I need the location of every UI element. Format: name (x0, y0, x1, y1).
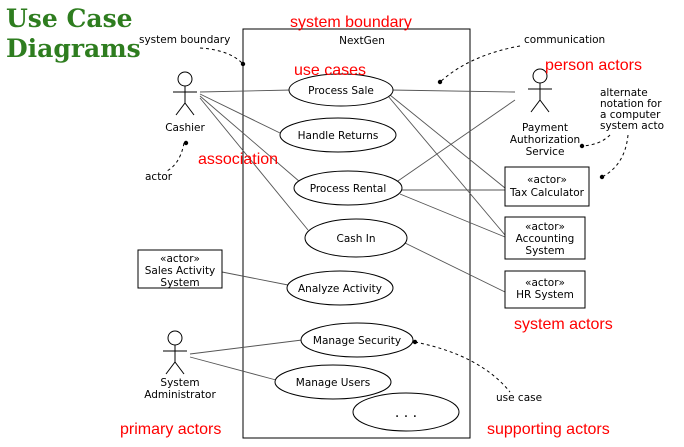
use-case-label-manage-users: Manage Users (296, 377, 370, 389)
accounting-system-box[interactable] (504, 216, 586, 260)
assoc-process-sale-tax (389, 94, 506, 189)
assoc-admin-manage-security (189, 339, 303, 355)
use-case-ellipse-manage-users[interactable] (274, 364, 392, 400)
assoc-cashier-cash-in (199, 97, 309, 231)
system-boundary-pointer (199, 47, 244, 65)
use-case-dot (412, 339, 418, 345)
use-case-ellipse-handle-returns[interactable] (279, 117, 397, 153)
use-case-ellipse-process-rental[interactable] (293, 170, 403, 206)
assoc-admin-manage-users (189, 356, 277, 381)
assoc-sales-analyze (221, 271, 289, 286)
payment-service-label-line3: Service (526, 146, 565, 158)
alt-notation-pointer-b (601, 134, 629, 178)
system-admin-label-line2: Administrator (144, 389, 216, 401)
use-case-label-analyze-activity: Analyze Activity (298, 283, 382, 295)
annotation-dots (183, 61, 605, 345)
use-case-ellipse-manage-security[interactable] (300, 322, 414, 358)
tax-calculator-label: Tax Calculator (509, 187, 585, 199)
use-case-ellipses (274, 73, 460, 432)
use-case-ellipse-cash-in[interactable] (304, 218, 408, 258)
system-actor-boxes (137, 166, 590, 309)
association-lines (189, 89, 516, 381)
payment-service-label-line2: Authorization (510, 134, 580, 146)
system-admin-label-line1: System (160, 377, 199, 389)
accounting-stereotype: «actor» (525, 221, 565, 233)
use-case-pointer (414, 341, 511, 393)
red-label-primary-actors: primary actors (120, 421, 222, 438)
red-label-supporting-actors: supporting actors (487, 421, 610, 438)
annotation-system-boundary: system boundary (139, 34, 231, 46)
red-label-person-actors: person actors (545, 57, 642, 74)
accounting-label-line2: System (525, 245, 564, 257)
sales-activity-system-box[interactable] (137, 249, 223, 289)
assoc-process-sale-accounting (387, 95, 506, 236)
assoc-cashier-process-sale (199, 89, 293, 93)
slide-title-line1: Use Case (6, 4, 133, 33)
red-label-system-actors: system actors (514, 316, 613, 333)
hr-system-box[interactable] (504, 270, 586, 309)
assoc-cash-in-hr (404, 242, 506, 293)
assoc-process-sale-payment (389, 89, 516, 93)
assoc-cashier-process-rental (199, 95, 301, 183)
annotation-use-case: use case (496, 392, 543, 404)
assoc-cashier-handle-returns (199, 93, 281, 134)
sales-activity-label-line2: System (160, 277, 199, 289)
payment-service-actor-icon (528, 68, 552, 113)
system-boundary-box (242, 28, 471, 439)
red-label-system-boundary: system boundary (290, 14, 412, 31)
alt-notation-pointer-a (581, 134, 611, 147)
payment-service-label-line1: Payment (522, 122, 568, 134)
use-case-label-process-sale: Process Sale (308, 85, 374, 97)
system-admin-actor-icon (163, 330, 187, 375)
system-boundary-dot (240, 61, 246, 67)
communication-dot (437, 79, 443, 85)
alt-notation-dot-b (599, 174, 605, 180)
use-case-ellipse-more[interactable] (352, 392, 460, 432)
red-label-association: association (198, 151, 279, 168)
slide-title-line2: Diagrams (6, 34, 141, 63)
assoc-process-rental-accounting (399, 193, 506, 238)
annotation-alt-line3: a computer (600, 109, 661, 121)
hr-system-label: HR System (516, 289, 574, 301)
annotation-actor: actor (145, 171, 173, 183)
communication-pointer (439, 45, 521, 83)
use-case-label-more: . . . (395, 405, 417, 421)
use-case-ellipse-analyze-activity[interactable] (286, 270, 394, 306)
assoc-process-rental-payment (394, 99, 516, 184)
annotation-communication: communication (524, 34, 606, 46)
annotation-pointers (164, 45, 629, 393)
sales-stereotype: «actor» (160, 253, 200, 265)
annotation-alt-line4: system acto (600, 120, 665, 132)
tax-calculator-box[interactable] (504, 166, 590, 207)
accounting-label-line1: Accounting (516, 233, 575, 245)
use-case-label-handle-returns: Handle Returns (298, 130, 379, 142)
actor-dot (183, 140, 189, 146)
use-case-label-process-rental: Process Rental (310, 183, 387, 195)
hr-stereotype: «actor» (525, 277, 565, 289)
actor-pointer (164, 142, 185, 173)
tax-stereotype: «actor» (527, 174, 567, 186)
use-case-label-cash-in: Cash In (337, 233, 376, 245)
annotation-alt-line1: alternate (600, 87, 648, 99)
use-case-label-manage-security: Manage Security (313, 335, 401, 347)
annotation-alt-line2: notation for (600, 98, 662, 110)
use-case-ellipse-process-sale[interactable] (288, 73, 394, 107)
alt-notation-dot-a (579, 143, 585, 149)
system-name: NextGen (339, 35, 385, 47)
cashier-label: Cashier (165, 122, 205, 134)
red-label-use-cases: use cases (294, 62, 367, 79)
sales-activity-label-line1: Sales Activity (145, 265, 216, 277)
cashier-actor-icon (173, 71, 197, 116)
